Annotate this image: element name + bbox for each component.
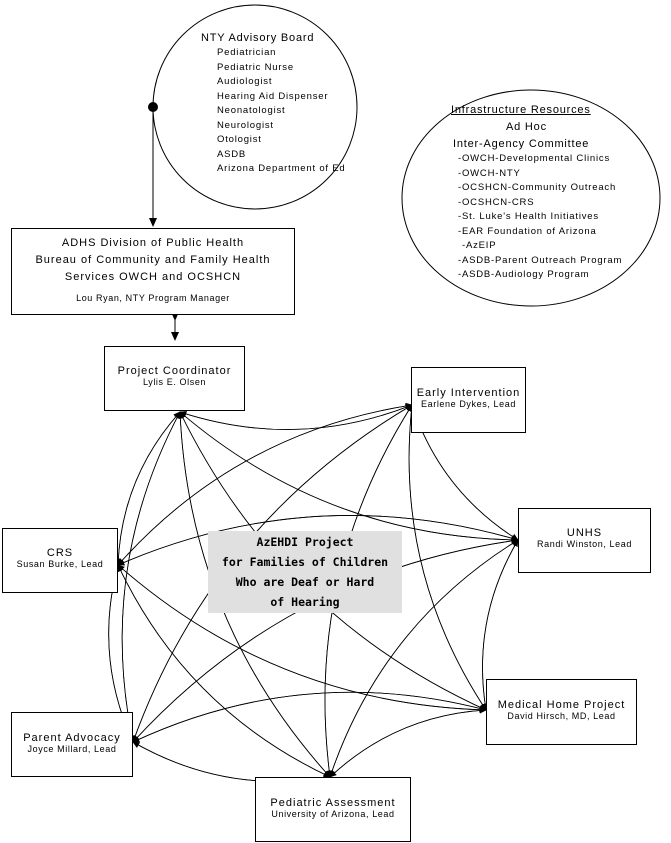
connector-medical-to-unhs (482, 539, 519, 711)
member: ASDB (217, 148, 247, 160)
infrastructure-members: -OWCH-Developmental Clinics -OWCH-NTY -O… (458, 152, 622, 283)
member: Otologist (217, 134, 262, 145)
node-pediatric-assessment: Pediatric Assessment University of Arizo… (255, 777, 411, 842)
member: Audiologist (217, 76, 273, 87)
connector-coordinator-to-crs (115, 411, 181, 566)
node-title: Medical Home Project (497, 699, 626, 711)
member: -St. Luke's Health Initiatives (458, 211, 599, 222)
node-medical-home: Medical Home Project David Hirsch, MD, L… (486, 679, 637, 745)
node-lead: Lylis E. Olsen (142, 377, 207, 387)
member: Hearing Aid Dispenser (217, 90, 329, 102)
member: -OWCH-NTY (458, 167, 521, 179)
node-lead: Randi Winston, Lead (537, 539, 632, 549)
member: -OCSHCN-Community Outreach (458, 182, 617, 193)
node-lead: David Hirsch, MD, Lead (507, 711, 616, 721)
connector-early-to-medical (408, 404, 487, 711)
connector-crs-to-early (117, 402, 413, 566)
infrastructure-committee: Inter-Agency Committee (453, 138, 590, 150)
node-lead: University of Arizona, Lead (271, 809, 395, 819)
connector-coordinator-to-parent (121, 411, 181, 743)
node-title: Early Intervention (416, 387, 521, 399)
connector-parent-to-medical (132, 691, 487, 743)
node-crs: CRS Susan Burke, Lead (2, 528, 118, 593)
member: -OWCH-Developmental Clinics (458, 153, 610, 164)
member: -AzEIP (462, 240, 497, 251)
node-title: Pediatric Assessment (270, 797, 396, 809)
connector-pediatric-to-unhs (329, 539, 519, 778)
member: -ASDB-Parent Outreach Program (458, 254, 623, 266)
infrastructure-adhoc: Ad Hoc (506, 121, 547, 133)
member: Neurologist (217, 119, 274, 131)
node-lead: Earlene Dykes, Lead (421, 399, 516, 409)
member: -EAR Foundation of Arizona (458, 225, 597, 237)
center-line: AzEHDI Project (256, 535, 354, 549)
node-early-intervention: Early Intervention Earlene Dykes, Lead (411, 367, 526, 433)
connector-medical-to-crs (117, 564, 487, 711)
node-title: Project Coordinator (117, 365, 232, 377)
infrastructure-circle (401, 89, 661, 307)
adhs-manager: Lou Ryan, NTY Program Manager (76, 293, 230, 303)
center-line: of Hearing (270, 595, 340, 609)
center-line: for Families of Children (221, 555, 389, 569)
member: Neonatologist (217, 105, 286, 116)
connector-pediatric-to-medical (329, 707, 487, 778)
project-center-label: AzEHDI Project for Families of Children … (208, 531, 402, 613)
member: Arizona Department of Ed (217, 163, 346, 174)
member: -ASDB-Audiology Program (458, 269, 590, 280)
member: -OCSHCN-CRS (458, 196, 535, 208)
connector-medical-to-parent (132, 691, 487, 743)
member: Pediatrician (217, 47, 277, 58)
node-parent-advocacy: Parent Advocacy Joyce Millard, Lead (11, 712, 133, 777)
connector-early-to-coordinator (179, 404, 413, 430)
connector-parent-to-coordinator (121, 411, 181, 743)
adhs-line1: ADHS Division of Public Health (61, 237, 245, 249)
advisory-board-members: Pediatrician Pediatric Nurse Audiologist… (217, 46, 346, 177)
connector-crs-to-unhs (117, 515, 519, 566)
adhs-line2: Bureau of Community and Family Health (35, 254, 271, 266)
node-coordinator: Project Coordinator Lylis E. Olsen (104, 346, 245, 411)
center-line: Who are Deaf or Hard (235, 575, 375, 589)
connector-pediatric-to-crs (117, 564, 331, 778)
node-lead: Susan Burke, Lead (16, 559, 104, 569)
advisory-board-title: NTY Advisory Board (201, 32, 315, 44)
adhs-box: ADHS Division of Public Health Bureau of… (11, 228, 295, 315)
node-unhs: UNHS Randi Winston, Lead (518, 508, 651, 573)
connector-medical-to-early (408, 404, 487, 711)
node-title: UNHS (566, 527, 603, 539)
member: Pediatric Nurse (217, 61, 294, 73)
node-title: CRS (46, 547, 74, 559)
infrastructure-title: Infrastructure Resources (451, 104, 591, 116)
adhs-line3: Services OWCH and OCSHCN (64, 271, 242, 283)
node-lead: Joyce Millard, Lead (27, 744, 117, 754)
node-title: Parent Advocacy (23, 732, 121, 744)
connector-crs-to-coordinator (117, 411, 181, 566)
connector-unhs-to-coordinator (179, 411, 519, 541)
